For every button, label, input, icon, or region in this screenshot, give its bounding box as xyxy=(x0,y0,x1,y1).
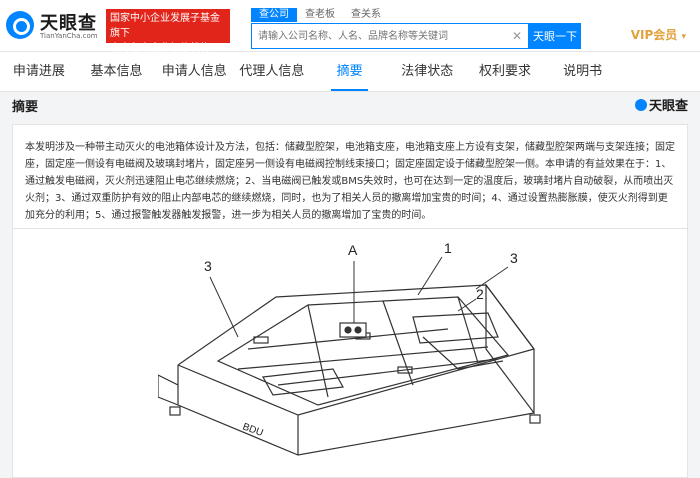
vip-member-link[interactable]: VIP会员 ▾ xyxy=(631,26,686,43)
tab-claims[interactable]: 权利要求 xyxy=(478,64,531,79)
search-type-tabs: 查公司 查老板 查关系 xyxy=(251,8,389,22)
figure-label-1: 1 xyxy=(444,240,452,256)
tab-description[interactable]: 说明书 xyxy=(563,64,603,79)
badge-line-2: 官方备案企业征信机构 xyxy=(110,43,210,54)
figure-label-2: 2 xyxy=(476,286,484,302)
brand-watermark: 天眼查 xyxy=(634,95,688,114)
search-input[interactable] xyxy=(252,24,502,49)
logo-eye-icon xyxy=(6,11,34,39)
logo-subtext: TianYanCha.com xyxy=(40,32,98,40)
figure-label-3-right: 3 xyxy=(510,250,518,266)
logo-eye-icon xyxy=(634,99,647,111)
tab-agent-info[interactable]: 代理人信息 xyxy=(239,64,305,79)
figure-label-3-left: 3 xyxy=(204,258,212,274)
top-bar: 天眼查 TianYanCha.com 国家中小企业发展子基金旗下 官方备案企业征… xyxy=(0,0,700,54)
abstract-text: 本发明涉及一种带主动灭火的电池箱体设计及方法，包括：储藏型腔架，电池箱支座，电池… xyxy=(12,124,688,242)
tab-abstract[interactable]: 摘要 xyxy=(311,52,389,91)
abstract-figure-panel: 3 A 1 3 2 BDU xyxy=(12,228,688,478)
logo-text: 天眼查 xyxy=(40,13,97,34)
tab-application-progress[interactable]: 申请进展 xyxy=(12,64,65,79)
search-area: 查公司 查老板 查关系 ✕ 天眼一下 xyxy=(251,8,581,49)
badge-line-1: 国家中小企业发展子基金旗下 xyxy=(110,13,220,39)
search-tab-boss[interactable]: 查老板 xyxy=(305,9,335,20)
vip-label: VIP会员 xyxy=(630,28,678,42)
section-title: 摘要 xyxy=(12,100,39,115)
clear-icon[interactable]: ✕ xyxy=(511,29,522,43)
tab-applicant-info[interactable]: 申请人信息 xyxy=(161,64,227,79)
site-logo[interactable]: 天眼查 TianYanCha.com xyxy=(6,9,102,43)
search-box: ✕ xyxy=(251,23,529,49)
search-tab-company[interactable]: 查公司 xyxy=(251,8,297,22)
figure-label-a: A xyxy=(348,242,358,258)
detail-tabs: 申请进展 基本信息 申请人信息 代理人信息 摘要 法律状态 权利要求 说明书 xyxy=(0,52,700,92)
tab-legal-status[interactable]: 法律状态 xyxy=(401,64,454,79)
search-button[interactable]: 天眼一下 xyxy=(529,23,581,49)
search-tab-relation[interactable]: 查关系 xyxy=(351,9,381,20)
official-badge: 国家中小企业发展子基金旗下 官方备案企业征信机构 xyxy=(106,9,230,54)
brand-text: 天眼查 xyxy=(648,99,688,114)
chevron-down-icon: ▾ xyxy=(681,32,686,42)
patent-drawing: 3 A 1 3 2 BDU xyxy=(158,240,541,456)
section-header: 摘要 天眼查 xyxy=(0,92,700,118)
tab-basic-info[interactable]: 基本信息 xyxy=(90,64,143,79)
